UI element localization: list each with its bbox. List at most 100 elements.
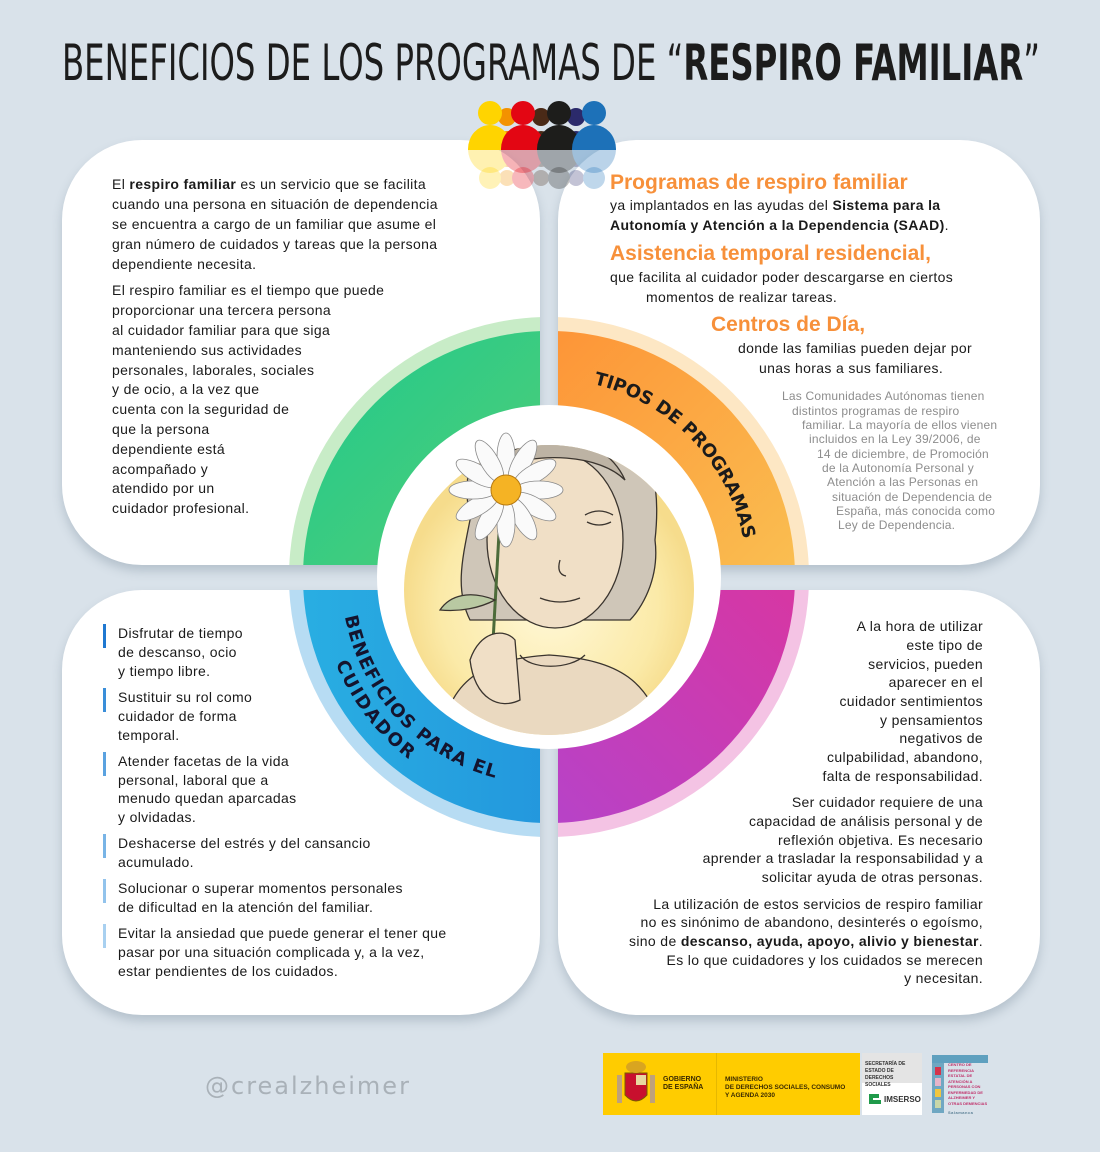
person-reflection xyxy=(499,170,515,186)
text-line: que facilita al cuidador poder descargar… xyxy=(610,269,954,285)
text-line: dependiente está xyxy=(112,441,226,457)
text-line: ya implantados en las ayudas del Sistema… xyxy=(610,195,940,215)
note-line: Atención a las Personas en xyxy=(827,475,979,489)
gobierno-text: GOBIERNO DE ESPAÑA xyxy=(663,1076,704,1091)
text-line: aparecer en el xyxy=(888,674,983,690)
note-line: situación de Dependencia de xyxy=(832,489,993,504)
text-line: sino de descanso, ayuda, apoyo, alivio y… xyxy=(629,931,983,951)
imserso-logo: SECRETARÍA DE ESTADO DE DERECHOS SOCIALE… xyxy=(862,1053,922,1115)
text-line: capacidad de análisis personal y de xyxy=(748,813,983,829)
text-line: personal, laboral que a xyxy=(118,772,269,788)
daisy-flower xyxy=(448,432,564,548)
text-line: que la persona xyxy=(112,421,210,437)
logo-divider xyxy=(716,1053,717,1115)
text-bold: Sistema para la xyxy=(832,197,941,213)
text-line: reflexión objetiva. Es necesario xyxy=(778,832,983,848)
note-line: 14 de diciembre, de Promoción xyxy=(817,446,989,461)
bullet-bar xyxy=(103,879,106,903)
person-body xyxy=(468,150,512,173)
text-segment: sino de xyxy=(628,933,681,949)
person-body xyxy=(537,125,581,150)
person-head xyxy=(567,108,585,126)
person-body xyxy=(560,150,592,167)
note-line: Ley de Dependencia. xyxy=(838,518,956,532)
text-line: gran número de cuidados y tareas que la … xyxy=(112,236,438,252)
imserso-text: IMSERSO xyxy=(884,1095,921,1104)
person-body xyxy=(572,150,616,173)
person-body xyxy=(491,150,523,167)
text-bold: descanso, ayuda, apoyo, alivio y bienest… xyxy=(680,933,979,949)
person-reflection xyxy=(583,167,605,189)
person-head xyxy=(478,101,502,125)
text-line: este tipo de xyxy=(906,637,983,653)
text-segment: . xyxy=(978,933,983,949)
text-line: estar pendientes de los cuidados. xyxy=(118,963,339,979)
note-line: Las Comunidades Autónomas tienen xyxy=(782,389,985,403)
person-head xyxy=(582,101,606,125)
text-line: no es sinónimo de abandono, desinterés o… xyxy=(640,914,983,930)
gobierno-espana-logo: GOBIERNO DE ESPAÑA MINISTERIO DE DERECHO… xyxy=(603,1053,860,1115)
note-line: de la Autonomía Personal y xyxy=(822,461,974,475)
person-body xyxy=(468,125,512,150)
text-line: cuidador sentimientos xyxy=(839,693,983,709)
bullet-bar xyxy=(103,834,106,858)
text-line: Es lo que cuidadores y los cuidados se m… xyxy=(666,952,983,968)
title-suffix: ” xyxy=(1023,34,1040,92)
text-line: Atender facetas de la vida xyxy=(118,753,289,769)
text-line: atendido por un xyxy=(112,480,215,496)
heading-residential: Asistencia temporal residencial, xyxy=(610,242,931,265)
note-line: España, más conocida como xyxy=(836,504,996,518)
social-handle[interactable]: @crealzheimer xyxy=(205,1072,411,1100)
text-line: momentos de realizar tareas. xyxy=(646,289,838,305)
person-body xyxy=(525,150,557,167)
text-segment: es un servicio que se facilita xyxy=(236,176,426,192)
text-line: Ser cuidador requiere de una xyxy=(791,794,983,810)
text-line: donde las familias pueden dejar por xyxy=(738,340,973,356)
note-line: incluidos en la Ley 39/2006, de xyxy=(809,432,981,446)
text-segment: ya implantados en las ayudas del xyxy=(610,197,833,213)
text-line: culpabilidad, abandono, xyxy=(827,749,983,765)
text-line: de descanso, ocio xyxy=(118,644,237,660)
person-head xyxy=(532,108,550,126)
text-line: al cuidador familiar para que siga xyxy=(112,322,331,338)
text-line: La utilización de estos servicios de res… xyxy=(653,896,983,912)
text-line: Autonomía y Atención a la Dependencia (S… xyxy=(610,215,949,235)
text-line: Sustituir su rol como xyxy=(118,689,253,705)
text-line: solicitar ayuda de otras personas. xyxy=(761,869,983,885)
text-line: pasar por una situación complicada y, a … xyxy=(118,944,425,960)
text-line: El respiro familiar es el tiempo que pue… xyxy=(112,282,385,298)
person-reflection xyxy=(479,167,501,189)
centro-city: Salamanca xyxy=(948,1110,974,1115)
text-line: se encuentra a cargo de un familiar que … xyxy=(112,216,437,232)
person-reflection xyxy=(533,170,549,186)
text-line: unas horas a sus familiares. xyxy=(759,360,944,376)
text-line: Disfrutar de tiempo xyxy=(118,625,243,641)
bullet-bar xyxy=(103,752,106,776)
text-line: aprender a trasladar la responsabilidad … xyxy=(702,850,983,866)
text-line: de dificultad en la atención del familia… xyxy=(118,899,374,915)
text-line: menudo quedan aparcadas xyxy=(118,790,297,806)
centro-text: CENTRO DE REFERENCIA ESTATAL DE ATENCIÓN… xyxy=(948,1062,988,1106)
text-line: A la hora de utilizar xyxy=(856,618,983,634)
heading-respite-programs: Programas de respiro familiar xyxy=(610,171,908,194)
text-line: manteniendo sus actividades xyxy=(112,342,303,358)
person-body xyxy=(537,150,581,173)
text-line: negativos de xyxy=(899,730,983,746)
person-body xyxy=(501,150,545,173)
heading-day-centers: Centros de Día, xyxy=(711,313,866,336)
text-line: y necesitan. xyxy=(904,970,983,986)
text-line: Deshacerse del estrés y del cansancio xyxy=(118,835,371,851)
text-segment: . xyxy=(944,217,949,233)
person-body xyxy=(572,125,616,150)
text-line: proporcionar una tercera persona xyxy=(112,302,331,318)
secretaria-text: SECRETARÍA DE ESTADO DE DERECHOS SOCIALE… xyxy=(862,1053,922,1088)
text-line: cuidador profesional. xyxy=(112,500,250,516)
text-line: acumulado. xyxy=(118,854,194,870)
page-title-text: BENEFICIOS DE LOS PROGRAMAS DE “RESPIRO … xyxy=(62,34,1040,92)
title-bold: RESPIRO FAMILIAR xyxy=(683,34,1023,92)
person-head xyxy=(547,101,571,125)
note-line: familiar. La mayoría de ellos vienen xyxy=(802,418,998,432)
text-line: cuidador de forma xyxy=(118,708,237,724)
text-line: y tiempo libre. xyxy=(118,663,211,679)
